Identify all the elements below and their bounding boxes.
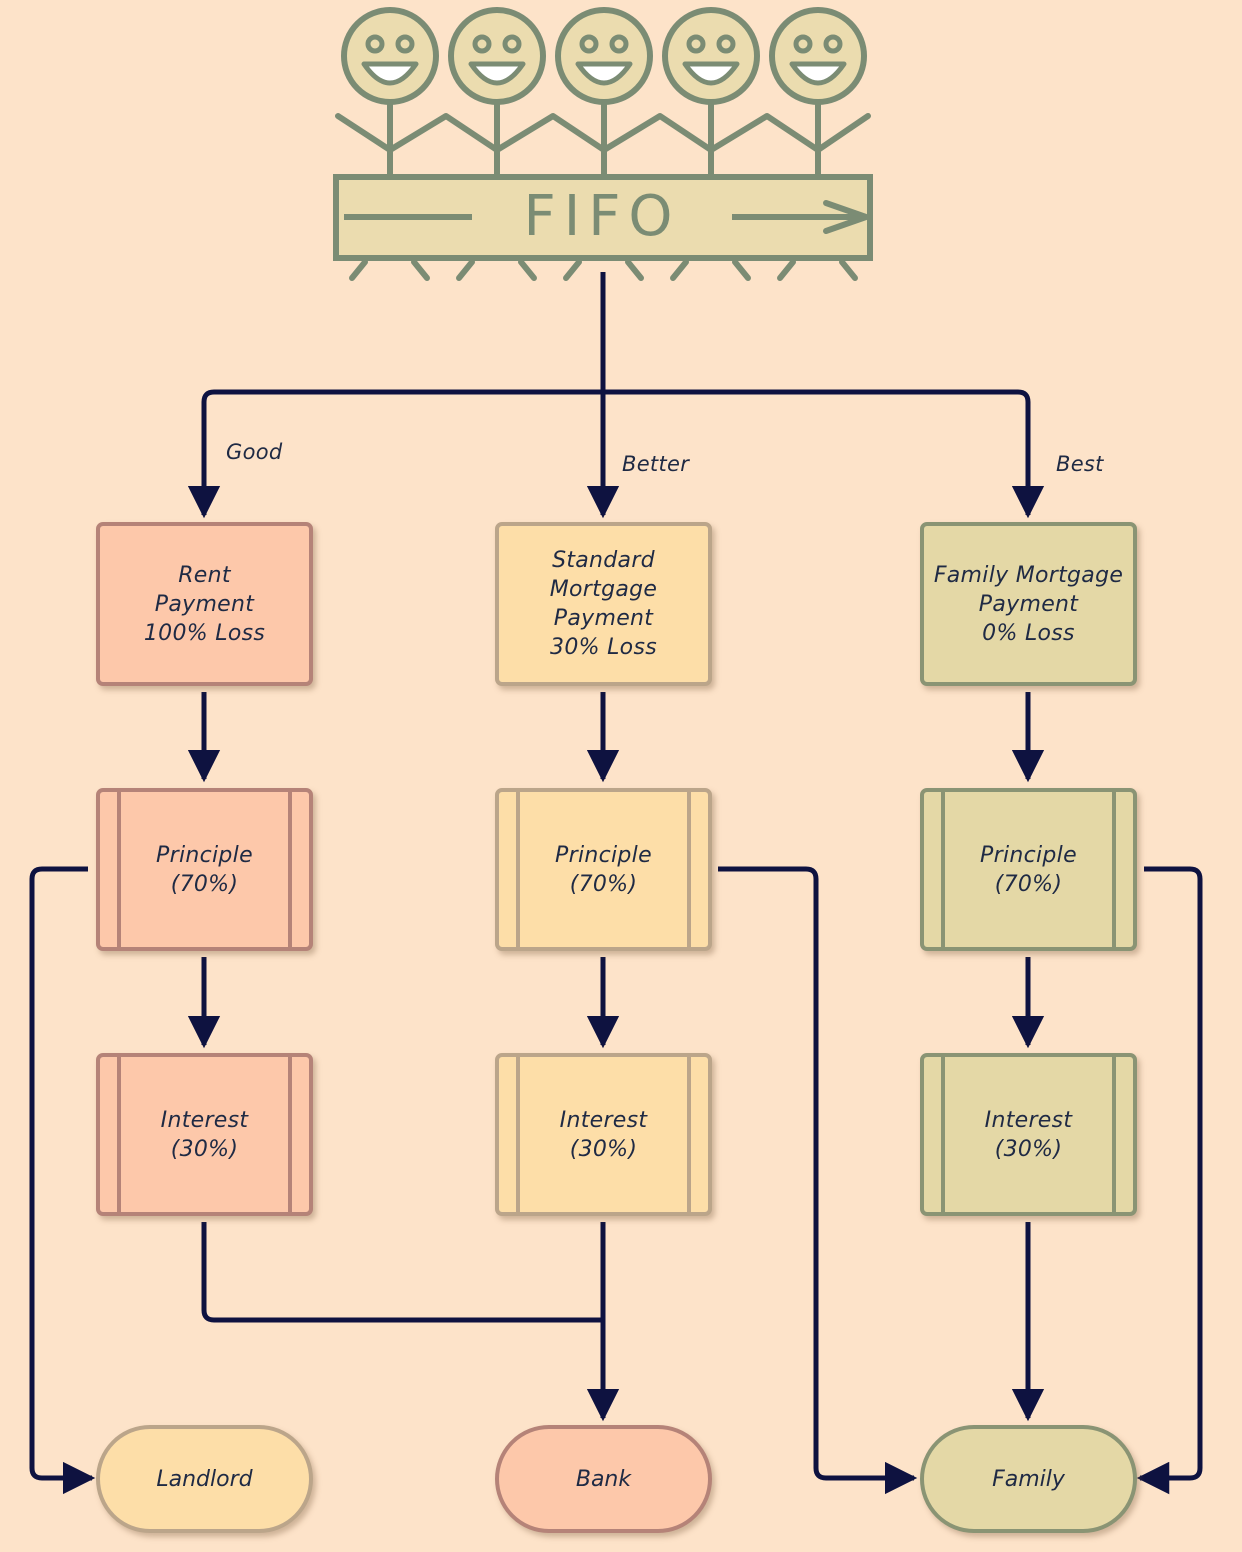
connector-family-principle-to-family	[1136, 866, 1203, 1495]
smiley-icon	[341, 7, 439, 105]
smiley-icon	[662, 7, 760, 105]
rent-principle-label: Principle (70%)	[156, 842, 253, 897]
connector-good	[187, 389, 603, 519]
rent-principle-box: Principle (70%)	[96, 788, 313, 951]
fifo-illustration	[335, 97, 871, 181]
bank-terminal: Bank	[495, 1425, 712, 1533]
standard-payment-label: Standard Mortgage Payment 30% Loss	[549, 548, 658, 660]
standard-interest-label: Interest (30%)	[559, 1107, 648, 1162]
smiley-faces	[341, 7, 867, 105]
conveyor-legs	[349, 259, 858, 281]
rent-interest-box: Interest (30%)	[96, 1053, 313, 1216]
smiley-icon	[448, 7, 546, 105]
rent-interest-label: Interest (30%)	[160, 1107, 249, 1162]
family-interest-label: Interest (30%)	[984, 1107, 1073, 1162]
rent-payment-label: Rent Payment 100% Loss	[143, 562, 266, 646]
family-terminal: Family	[920, 1425, 1137, 1533]
family-payment-label: Family Mortgage Payment 0% Loss	[933, 562, 1124, 646]
family-principle-box: Principle (70%)	[920, 788, 1137, 951]
family-payment-box: Family Mortgage Payment 0% Loss	[920, 522, 1137, 686]
connector-rent-interest-to-bank	[201, 1222, 603, 1323]
rent-payment-box: Rent Payment 100% Loss	[96, 522, 313, 686]
connector-best	[603, 389, 1045, 519]
branch-label-better: Better	[622, 452, 690, 476]
standard-principle-label: Principle (70%)	[555, 842, 652, 897]
landlord-label: Landlord	[156, 1466, 253, 1492]
conveyor-belt	[333, 174, 873, 281]
standard-interest-box: Interest (30%)	[495, 1053, 712, 1216]
family-label: Family	[992, 1466, 1065, 1492]
connector-standard-principle-to-family	[718, 866, 918, 1495]
family-principle-label: Principle (70%)	[980, 842, 1077, 897]
standard-payment-box: Standard Mortgage Payment 30% Loss	[495, 522, 712, 686]
landlord-terminal: Landlord	[96, 1425, 313, 1533]
fifo-label: FIFO	[523, 184, 681, 249]
connectors	[29, 272, 1203, 1495]
family-interest-box: Interest (30%)	[920, 1053, 1137, 1216]
arrow-right-icon	[823, 200, 869, 234]
bank-label: Bank	[575, 1466, 632, 1492]
branch-label-good: Good	[226, 440, 283, 464]
smiley-icon	[769, 7, 867, 105]
smiley-icon	[555, 7, 653, 105]
standard-principle-box: Principle (70%)	[495, 788, 712, 951]
branch-label-best: Best	[1056, 452, 1104, 476]
connector-rent-principle-to-landlord	[29, 866, 96, 1495]
